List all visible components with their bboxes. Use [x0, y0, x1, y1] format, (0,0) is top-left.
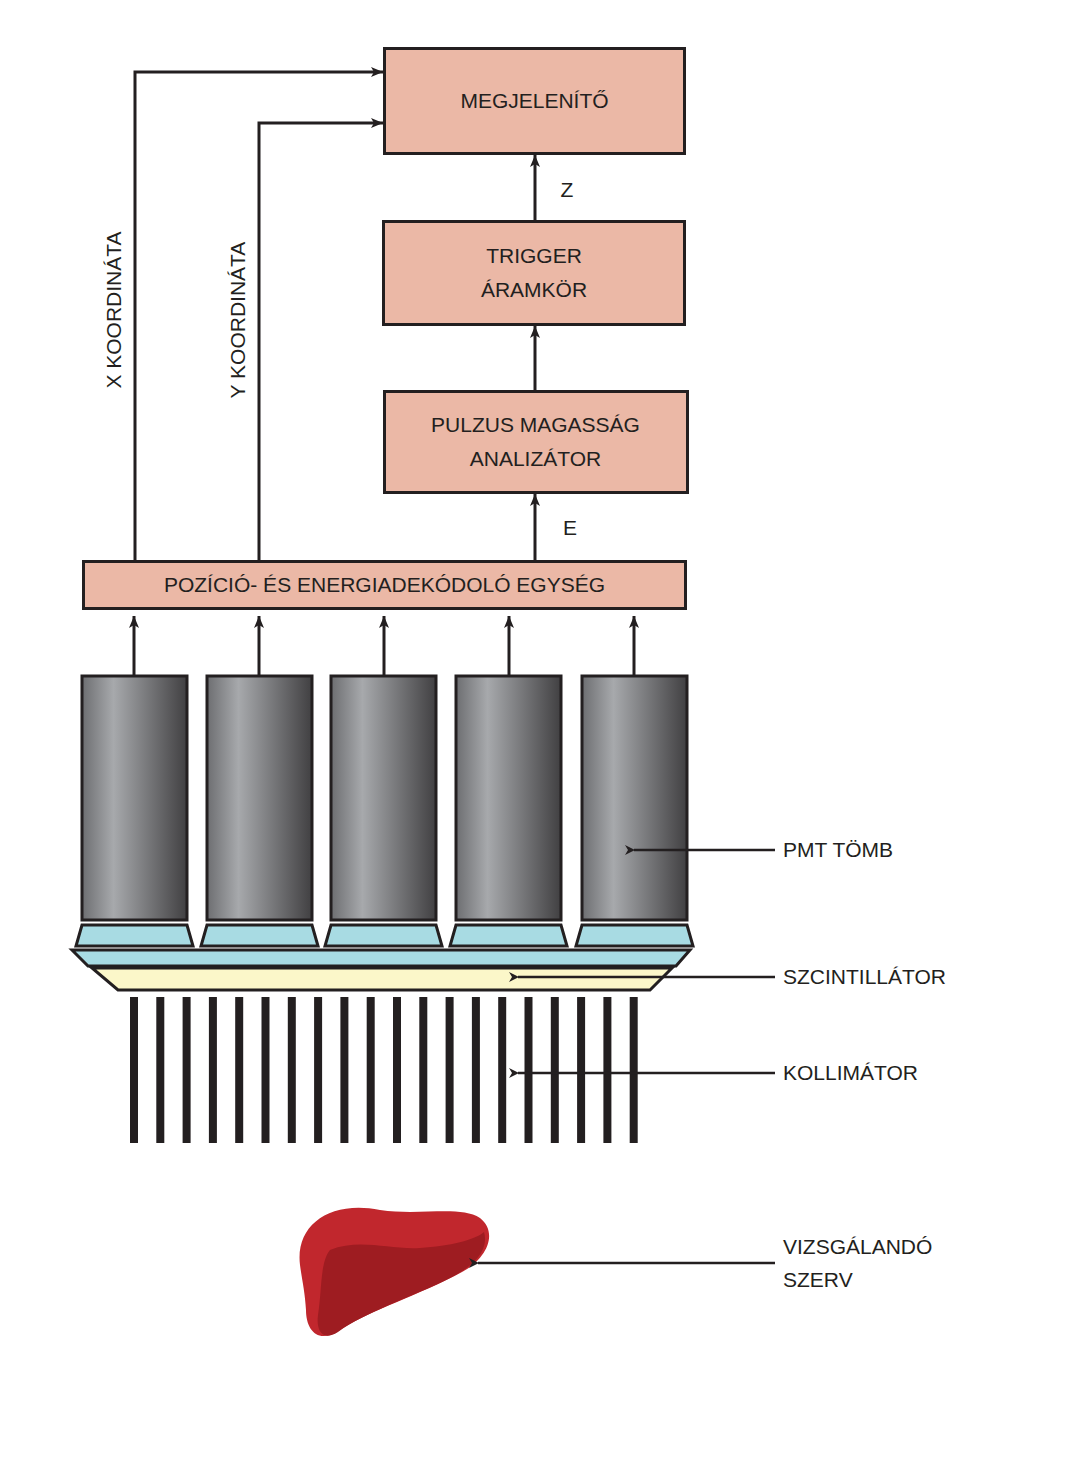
- signal-label: Y KOORDINÁTA: [226, 242, 250, 399]
- display-box: MEGJELENÍTŐ: [383, 47, 686, 155]
- part-label: VIZSGÁLANDÓ SZERV: [783, 1230, 993, 1296]
- part-label: SZCINTILLÁTOR: [783, 964, 946, 990]
- box-text: MEGJELENÍTŐ: [450, 84, 618, 118]
- collimator-bar: [419, 997, 427, 1143]
- analyzer-box: PULZUS MAGASSÁG ANALIZÁTOR: [383, 390, 689, 494]
- collimator-bar: [262, 997, 270, 1143]
- box-text: TRIGGER ÁRAMKÖR: [449, 239, 619, 307]
- decoder-box: POZÍCIÓ- ÉS ENERGIADEKÓDOLÓ EGYSÉG: [82, 560, 687, 610]
- signal-label: X KOORDINÁTA: [102, 231, 126, 388]
- collimator-bar: [630, 997, 638, 1143]
- trigger-box: TRIGGER ÁRAMKÖR: [382, 220, 686, 326]
- box-text: POZÍCIÓ- ÉS ENERGIADEKÓDOLÓ EGYSÉG: [154, 568, 615, 602]
- collimator-bars: [130, 997, 638, 1143]
- collimator-bar: [367, 997, 375, 1143]
- scintillator-crystal: [92, 968, 672, 990]
- pmt-tubes: [82, 676, 687, 920]
- signal-connector: [259, 123, 383, 560]
- part-label: PMT TÖMB: [783, 837, 893, 863]
- collimator-bar: [156, 997, 164, 1143]
- collimator-bar: [551, 997, 559, 1143]
- collimator-bar: [340, 997, 348, 1143]
- organ-liver: [300, 1208, 490, 1336]
- collimator-bar: [498, 997, 506, 1143]
- collimator-bar: [603, 997, 611, 1143]
- signal-label: E: [563, 516, 577, 540]
- collimator-bar: [525, 997, 533, 1143]
- collimator-bar: [577, 997, 585, 1143]
- collimator-bar: [393, 997, 401, 1143]
- collimator-bar: [314, 997, 322, 1143]
- collimator-bar: [288, 997, 296, 1143]
- signal-connector: [135, 72, 383, 560]
- collimator-bar: [235, 997, 243, 1143]
- collimator-bar: [209, 997, 217, 1143]
- leader-lines: [478, 850, 775, 1263]
- collimator-bar: [130, 997, 138, 1143]
- part-label: KOLLIMÁTOR: [783, 1060, 918, 1086]
- signal-connector: [534, 494, 537, 560]
- collimator-bar: [183, 997, 191, 1143]
- signal-label: Z: [561, 178, 574, 202]
- collimator-bar: [472, 997, 480, 1143]
- collimator-bar: [446, 997, 454, 1143]
- box-text: PULZUS MAGASSÁG ANALIZÁTOR: [391, 408, 681, 476]
- signal-connector: [534, 155, 537, 220]
- signal-connector: [534, 326, 537, 390]
- pmt-signal-arrows: [134, 616, 634, 676]
- light-guides: [72, 925, 693, 966]
